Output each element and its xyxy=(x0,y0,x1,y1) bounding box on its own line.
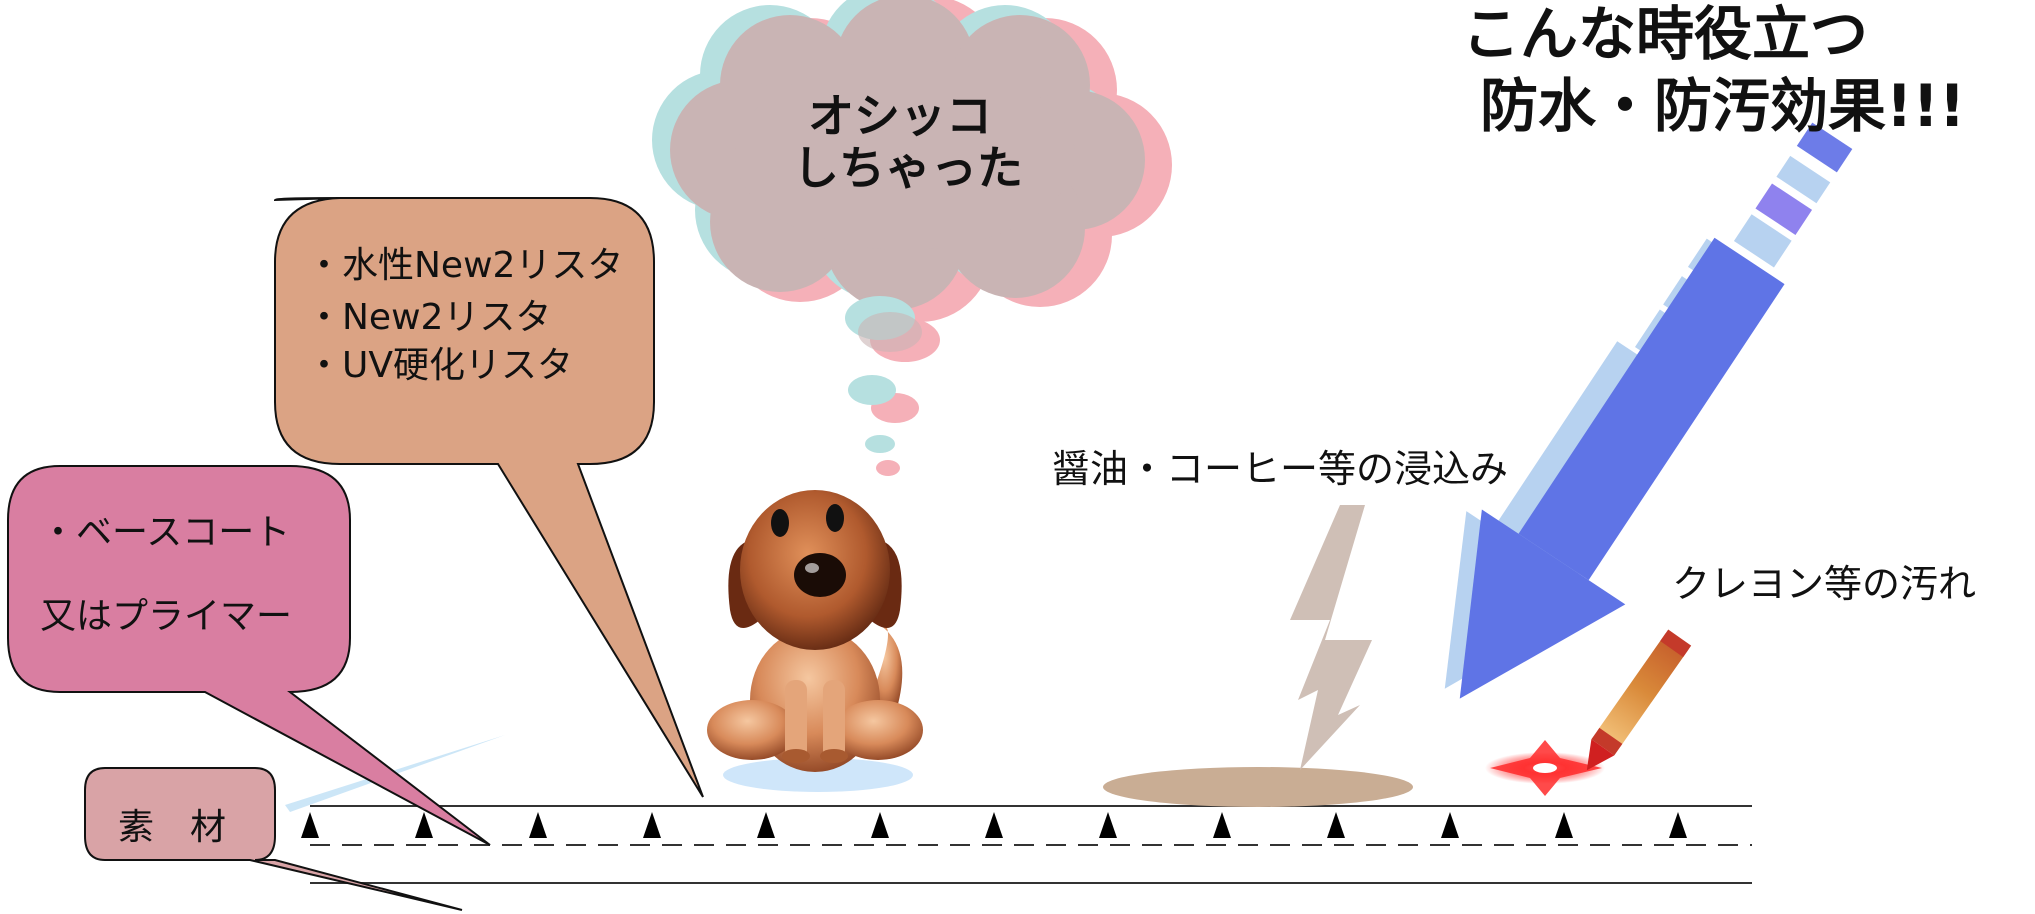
thought-line-1: オシッコ xyxy=(808,89,992,143)
soy-coffee-label: 醤油・コーヒー等の浸込み xyxy=(1052,447,1509,491)
lightning-arrow-icon xyxy=(1290,505,1372,770)
dog-icon xyxy=(707,490,923,792)
topcoat-item-2: ・New2リスタ xyxy=(306,297,552,338)
thought-cloud-icon xyxy=(652,0,1172,476)
topcoat-item-1: ・水性New2リスタ xyxy=(306,245,624,286)
headline-line-1: こんな時役立つ xyxy=(1462,0,1869,68)
headline-line-2: 防水・防汚効果!!! xyxy=(1480,72,1966,140)
basecoat-line-1: ・ベースコート xyxy=(40,512,291,553)
red-splash xyxy=(1485,740,1605,796)
adhesion-arrows xyxy=(301,812,1687,838)
substrate-layers xyxy=(310,805,1752,884)
crayon-label: クレヨン等の汚れ xyxy=(1672,562,1977,606)
substrate-label: 素 材 xyxy=(118,807,227,848)
substrate-callout-shape xyxy=(84,767,463,911)
big-arrow-icon xyxy=(1444,122,1853,699)
stain-puddle xyxy=(1103,767,1413,807)
thought-line-2: しちゃった xyxy=(793,141,1023,195)
crayon-icon xyxy=(1586,629,1692,771)
topcoat-callout-shape xyxy=(273,197,704,798)
basecoat-line-2: 又はプライマー xyxy=(40,596,293,637)
basecoat-callout-shape xyxy=(7,465,491,846)
topcoat-item-3: ・UV硬化リスタ xyxy=(306,345,573,386)
